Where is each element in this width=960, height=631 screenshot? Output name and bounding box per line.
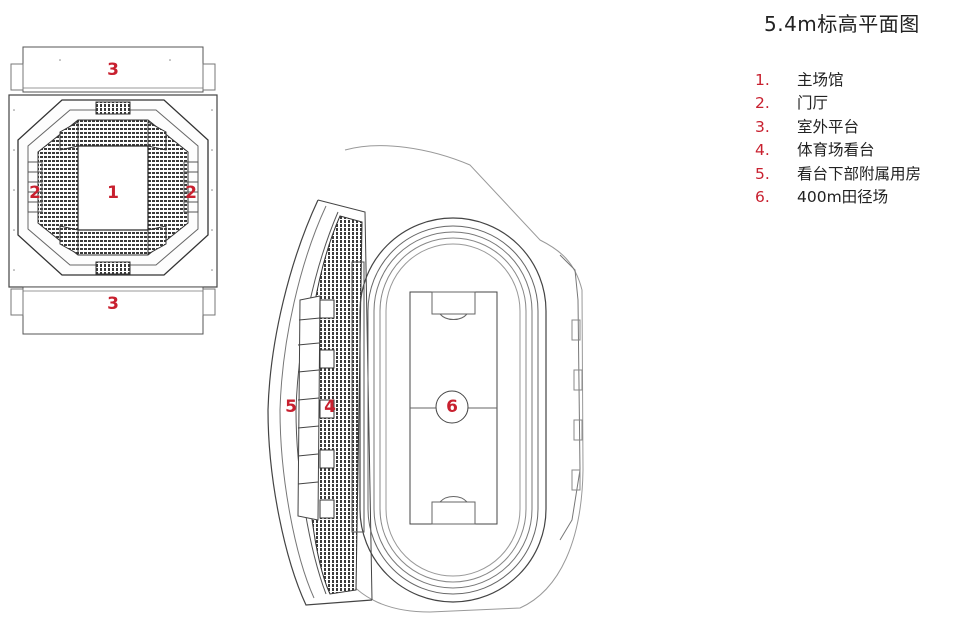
legend-number: 5.	[755, 164, 770, 183]
legend-number: 1.	[755, 71, 770, 89]
legend-number: 2.	[755, 94, 770, 113]
marker-auxiliary: 5	[285, 397, 297, 417]
legend-label: 室外平台	[797, 117, 860, 136]
legend: 1. 主场馆 2. 门厅 3. 室外平台 4. 体育场看台 5. 看台下部附属用房 6. 4…	[755, 68, 921, 208]
legend-label: 门厅	[797, 94, 829, 113]
legend-item: 6. 400m田径场	[755, 185, 921, 208]
plan-title: 5.4m标高平面图	[764, 12, 920, 36]
legend-item: 3. 室外平台	[755, 115, 921, 138]
marker-track-field: 6	[446, 397, 458, 417]
legend-number: 3.	[755, 117, 770, 136]
legend-label: 体育场看台	[797, 141, 875, 160]
terrace-bottom-area	[22, 286, 204, 335]
legend-label: 看台下部附属用房	[797, 164, 922, 183]
stadium-plan	[267, 145, 584, 613]
marker-lobby-right: 2	[185, 183, 197, 203]
running-track-outer	[359, 217, 547, 603]
legend-number: 4.	[755, 141, 770, 160]
grandstand-outer-facade	[267, 199, 373, 606]
legend-label: 400m田径场	[797, 187, 889, 206]
stadium-site-boundary	[339, 145, 584, 613]
marker-terrace-bottom: 3	[107, 294, 119, 314]
plan-markers: 1 2 2 3 3 4 5 6	[29, 60, 458, 417]
legend-label: 主场馆	[797, 71, 844, 89]
legend-item: 2. 门厅	[755, 91, 921, 114]
arena-court	[77, 145, 149, 231]
marker-lobby-left: 2	[29, 183, 41, 203]
arena-plan	[8, 46, 218, 335]
legend-item: 4. 体育场看台	[755, 138, 921, 161]
legend-number: 6.	[755, 187, 770, 206]
auxiliary-rooms	[297, 295, 321, 521]
marker-terrace-top: 3	[107, 60, 119, 80]
marker-arena: 1	[107, 183, 119, 203]
terrace-top-area	[22, 46, 204, 93]
legend-item: 1. 主场馆	[755, 68, 921, 91]
marker-grandstand: 4	[324, 397, 336, 417]
legend-item: 5. 看台下部附属用房	[755, 162, 921, 185]
